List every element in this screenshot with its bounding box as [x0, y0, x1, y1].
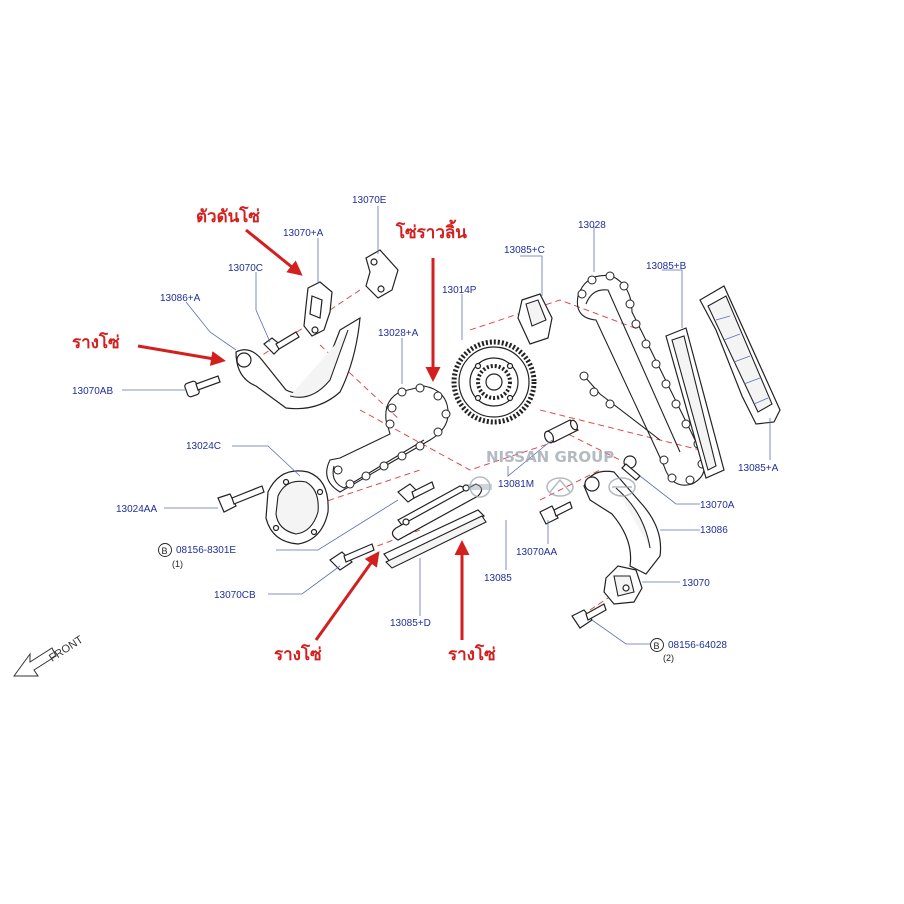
bolt-13070ab	[184, 375, 221, 398]
label-13070cb: 13070CB	[214, 590, 256, 601]
tensioner-bracket-13070e	[365, 249, 399, 299]
alignment-lines	[239, 289, 701, 611]
bolt-13024aa	[217, 485, 265, 513]
callout-tensioner-arrow	[245, 228, 303, 276]
chain-guide-13085b-plus	[665, 327, 725, 479]
bolt-13070c	[263, 331, 300, 355]
tensioner-arm-13086	[583, 470, 662, 575]
label-13085: 13085	[484, 573, 512, 584]
tensioner-13070a-plus	[303, 281, 333, 337]
chain-links-left	[333, 383, 451, 489]
qty-1: (1)	[172, 559, 183, 569]
bolt-13070a	[621, 455, 641, 481]
b-marker-2: B	[654, 641, 660, 651]
chain-links-right	[577, 271, 707, 485]
chain-guide-13085d-plus	[383, 509, 487, 569]
label-13070aa: 13070AA	[516, 547, 557, 558]
label-13085a-plus: 13085+A	[738, 463, 779, 474]
front-arrow-icon	[13, 647, 57, 677]
label-13014p: 13014P	[442, 285, 477, 296]
label-13081m: 13081M	[498, 479, 534, 490]
b-marker-circle-1	[158, 543, 172, 557]
callout-guide-bottom-2: รางโซ่	[448, 644, 496, 665]
sprocket-13014p	[451, 339, 537, 425]
callouts: ตัวดันโซ่ โซ่ราวลิ้น รางโซ่ รางโซ่ รางโซ…	[72, 206, 496, 665]
front-indicator: FRONT	[13, 634, 86, 677]
label-13028a-plus: 13028+A	[378, 328, 419, 339]
label-13085c-plus: 13085+C	[504, 245, 545, 256]
part-number-labels: 13070E 13070+A 13070C 13086+A 13070AB 13…	[72, 195, 779, 651]
gasket-13024c	[265, 470, 329, 545]
callout-guide-left-arrow	[137, 344, 226, 366]
tensioner-13070	[603, 565, 643, 605]
slack-guide-13086a-plus	[235, 316, 361, 410]
label-13024aa: 13024AA	[116, 504, 157, 515]
bolt-13070aa	[539, 501, 573, 525]
label-13070: 13070	[682, 578, 710, 589]
label-13024c: 13024C	[186, 441, 221, 452]
qty-2: (2)	[663, 653, 674, 663]
watermark: NISSAN GROUP	[468, 448, 636, 498]
label-13070ab: 13070AB	[72, 386, 113, 397]
b-marker-1: B	[162, 546, 168, 556]
label-13070e: 13070E	[352, 195, 387, 206]
b-marker-circle-2	[650, 638, 664, 652]
label-13070a-plus: 13070+A	[283, 228, 324, 239]
label-13086a-plus: 13086+A	[160, 293, 201, 304]
callout-guide-bottom-1: รางโซ่	[274, 644, 322, 665]
chain-guide-13085c-plus	[517, 293, 553, 345]
callout-guide-left: รางโซ่	[72, 332, 120, 353]
chain-guide-13085	[391, 483, 483, 541]
label-13070a: 13070A	[700, 500, 735, 511]
label-08156-8301e: 08156-8301E	[176, 545, 236, 556]
label-13086: 13086	[700, 525, 728, 536]
watermark-text: NISSAN GROUP	[486, 448, 614, 466]
bolt-13070cb	[329, 543, 375, 571]
label-13085d-plus: 13085+D	[390, 618, 431, 629]
label-13070c: 13070C	[228, 263, 263, 274]
label-08156-64028: 08156-64028	[668, 640, 727, 651]
bolt-markers: B (1) B (2)	[158, 543, 674, 663]
leader-lines	[122, 206, 771, 645]
bolt-08156-8301e	[397, 481, 435, 503]
chain-guide-13085a-plus	[699, 285, 781, 425]
logo-icons	[468, 476, 636, 498]
callout-guide-bottom-1-arrow	[314, 551, 380, 641]
timing-chain-13028a-plus	[326, 383, 451, 493]
callout-tensioner: ตัวดันโซ่	[196, 206, 260, 227]
label-13028: 13028	[578, 220, 606, 231]
callout-timing-chain: โซ่ราวลิ้น	[395, 219, 467, 243]
label-13085b-plus: 13085+B	[646, 261, 687, 272]
bolt-08156-64028	[571, 603, 607, 629]
tensioner-plunger-13081m	[543, 419, 579, 444]
